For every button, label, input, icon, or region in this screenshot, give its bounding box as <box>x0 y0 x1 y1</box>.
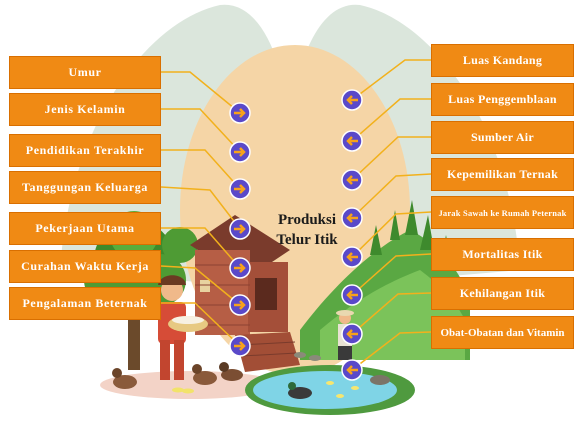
factor-box-umur: Umur <box>9 56 161 89</box>
factor-box-pengalaman-beternak: Pengalaman Beternak <box>9 287 161 320</box>
pond-illustration <box>245 365 415 415</box>
factor-box-sumber-air: Sumber Air <box>431 121 574 154</box>
factor-box-luas-kandang: Luas Kandang <box>431 44 574 77</box>
factor-box-kepemilikan-ternak: Kepemilikan Ternak <box>431 158 574 191</box>
factor-box-jenis-kelamin: Jenis Kelamin <box>9 93 161 126</box>
factor-box-pekerjaan-utama: Pekerjaan Utama <box>9 212 161 245</box>
factor-box-tanggungan-keluarga: Tanggungan Keluarga <box>9 171 161 204</box>
center-title: Produksi Telur Itik <box>262 210 352 250</box>
factor-box-curahan-waktu-kerja: Curahan Waktu Kerja <box>9 250 161 283</box>
factor-box-jarak-sawah: Jarak Sawah ke Rumah Peternak <box>431 196 574 229</box>
factor-box-kehilangan-itik: Kehilangan Itik <box>431 277 574 310</box>
factor-box-luas-penggemblaan: Luas Penggemblaan <box>431 83 574 116</box>
factor-box-pendidikan-terakhir: Pendidikan Terakhir <box>9 134 161 167</box>
factor-box-obat-obatan: Obat-Obatan dan Vitamin <box>431 316 574 349</box>
factor-box-mortalitas-itik: Mortalitas Itik <box>431 238 574 271</box>
